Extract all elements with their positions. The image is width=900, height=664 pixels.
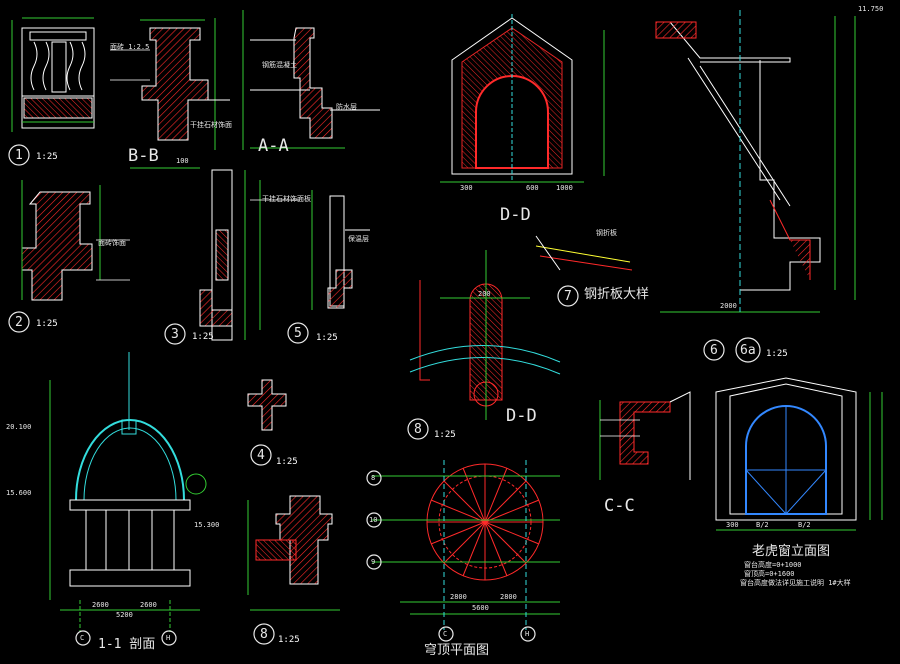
dim-2000: 2000 <box>720 302 737 310</box>
elev-3: 15.600 <box>6 489 32 497</box>
dim-sec-right: 2600 <box>140 601 157 609</box>
section-title-aa: A-A <box>258 136 289 156</box>
dim-dd-w3: 1000 <box>556 184 573 192</box>
detail-marker-8a: 8 <box>414 422 422 437</box>
axis-bubble-h2: H <box>525 630 530 638</box>
detail-marker-6: 6 <box>710 343 718 358</box>
section-bb <box>130 18 230 169</box>
section-11-dome <box>49 352 207 632</box>
scale-5: 1:25 <box>316 333 338 343</box>
detail-marker-5: 5 <box>294 326 302 341</box>
detail-4 <box>247 379 287 431</box>
detail-7 <box>535 235 633 271</box>
dim-dd-w2: 600 <box>526 184 539 192</box>
axis-bubble-h1: H <box>166 634 171 642</box>
section-title-bb: B-B <box>128 146 159 166</box>
scale-2: 1:25 <box>36 319 58 329</box>
leader-lines <box>96 49 640 437</box>
detail-marker-8b: 8 <box>260 627 268 642</box>
axis-bubble-c2: C <box>443 630 448 638</box>
marker-circles <box>8 144 761 646</box>
detail-marker-7: 7 <box>564 289 572 304</box>
note-3: 钢筋混凝土 <box>262 61 297 69</box>
detail-marker-1: 1 <box>15 148 23 163</box>
dim-dormer-w3: 300 <box>726 521 739 529</box>
axis-bubble-10: 10 <box>369 516 378 524</box>
dim-plan-right: 2800 <box>500 593 517 601</box>
scale-3: 1:25 <box>192 332 214 342</box>
section-title-dd-top: D-D <box>500 205 531 225</box>
detail-1-balustrade <box>11 17 95 132</box>
axis-bubble-c1: C <box>80 634 85 642</box>
scale-4: 1:25 <box>276 457 298 467</box>
detail-7-title: 钢折板大样 <box>584 287 650 302</box>
dome-plan <box>372 460 560 630</box>
detail-marker-4: 4 <box>257 448 265 463</box>
dim-200: 200 <box>478 290 491 298</box>
section-title-dormer: 老虎窗立面图 <box>752 544 831 559</box>
detail-8-cornice <box>247 495 340 611</box>
section-title-cc: C-C <box>604 496 635 516</box>
dim-dormer-w1: B/2 <box>756 521 769 529</box>
dim-dormer-w2: B/2 <box>798 521 811 529</box>
elev-top: 11.750 <box>858 5 884 13</box>
dormer-note-1: 窗台高度=0+1000 <box>744 561 802 569</box>
scale-8b: 1:25 <box>278 635 300 645</box>
scale-8a: 1:25 <box>434 430 456 440</box>
note-6: 钢折板 <box>596 229 617 237</box>
dim-sec-total: 5200 <box>116 611 133 619</box>
dim-plan-left: 2800 <box>450 593 467 601</box>
note-4: 防水层 <box>336 103 357 111</box>
dim-100: 100 <box>176 157 189 165</box>
detail-5 <box>311 190 370 310</box>
dim-plan-total: 5600 <box>472 604 489 612</box>
section-dd-arch <box>440 14 605 183</box>
note-5: 干挂石材饰面板 <box>262 195 311 203</box>
detail-marker-2: 2 <box>15 315 23 330</box>
note-7: 面砖饰面 <box>98 239 126 247</box>
section-cc <box>599 391 691 480</box>
note-2: 干挂石材饰面 <box>190 121 232 129</box>
scale-1: 1:25 <box>36 152 58 162</box>
dormer-note-2: 窗顶高=0+1600 <box>744 570 795 578</box>
section-8-dd <box>409 250 561 420</box>
note-8: 保温层 <box>348 235 369 243</box>
scale-6: 1:25 <box>766 349 788 359</box>
axis-bubble-8: 8 <box>371 474 376 482</box>
dim-sec-left: 2600 <box>92 601 109 609</box>
section-aa <box>242 10 380 150</box>
detail-2 <box>21 180 101 301</box>
elev-2: 20.100 <box>6 423 32 431</box>
note-1: 面砖 1:2.5 <box>110 43 150 51</box>
axis-bubble-9: 9 <box>371 558 376 566</box>
dormer-note-3: 窗台高度做法详见施工说明 1#大样 <box>740 579 851 587</box>
detail-marker-3: 3 <box>171 327 179 342</box>
detail-marker-6a: 6a <box>740 343 756 358</box>
section-title-11: 1-1 剖面 <box>98 637 156 652</box>
elev-4: 15.300 <box>194 521 220 529</box>
section-title-plan: 穹顶平面图 <box>424 643 490 658</box>
dim-dd-w1: 300 <box>460 184 473 192</box>
detail-3 <box>199 169 261 341</box>
section-title-dd-mid: D-D <box>506 406 537 426</box>
dormer-elevation <box>715 377 883 531</box>
section-6-stair <box>655 10 856 313</box>
